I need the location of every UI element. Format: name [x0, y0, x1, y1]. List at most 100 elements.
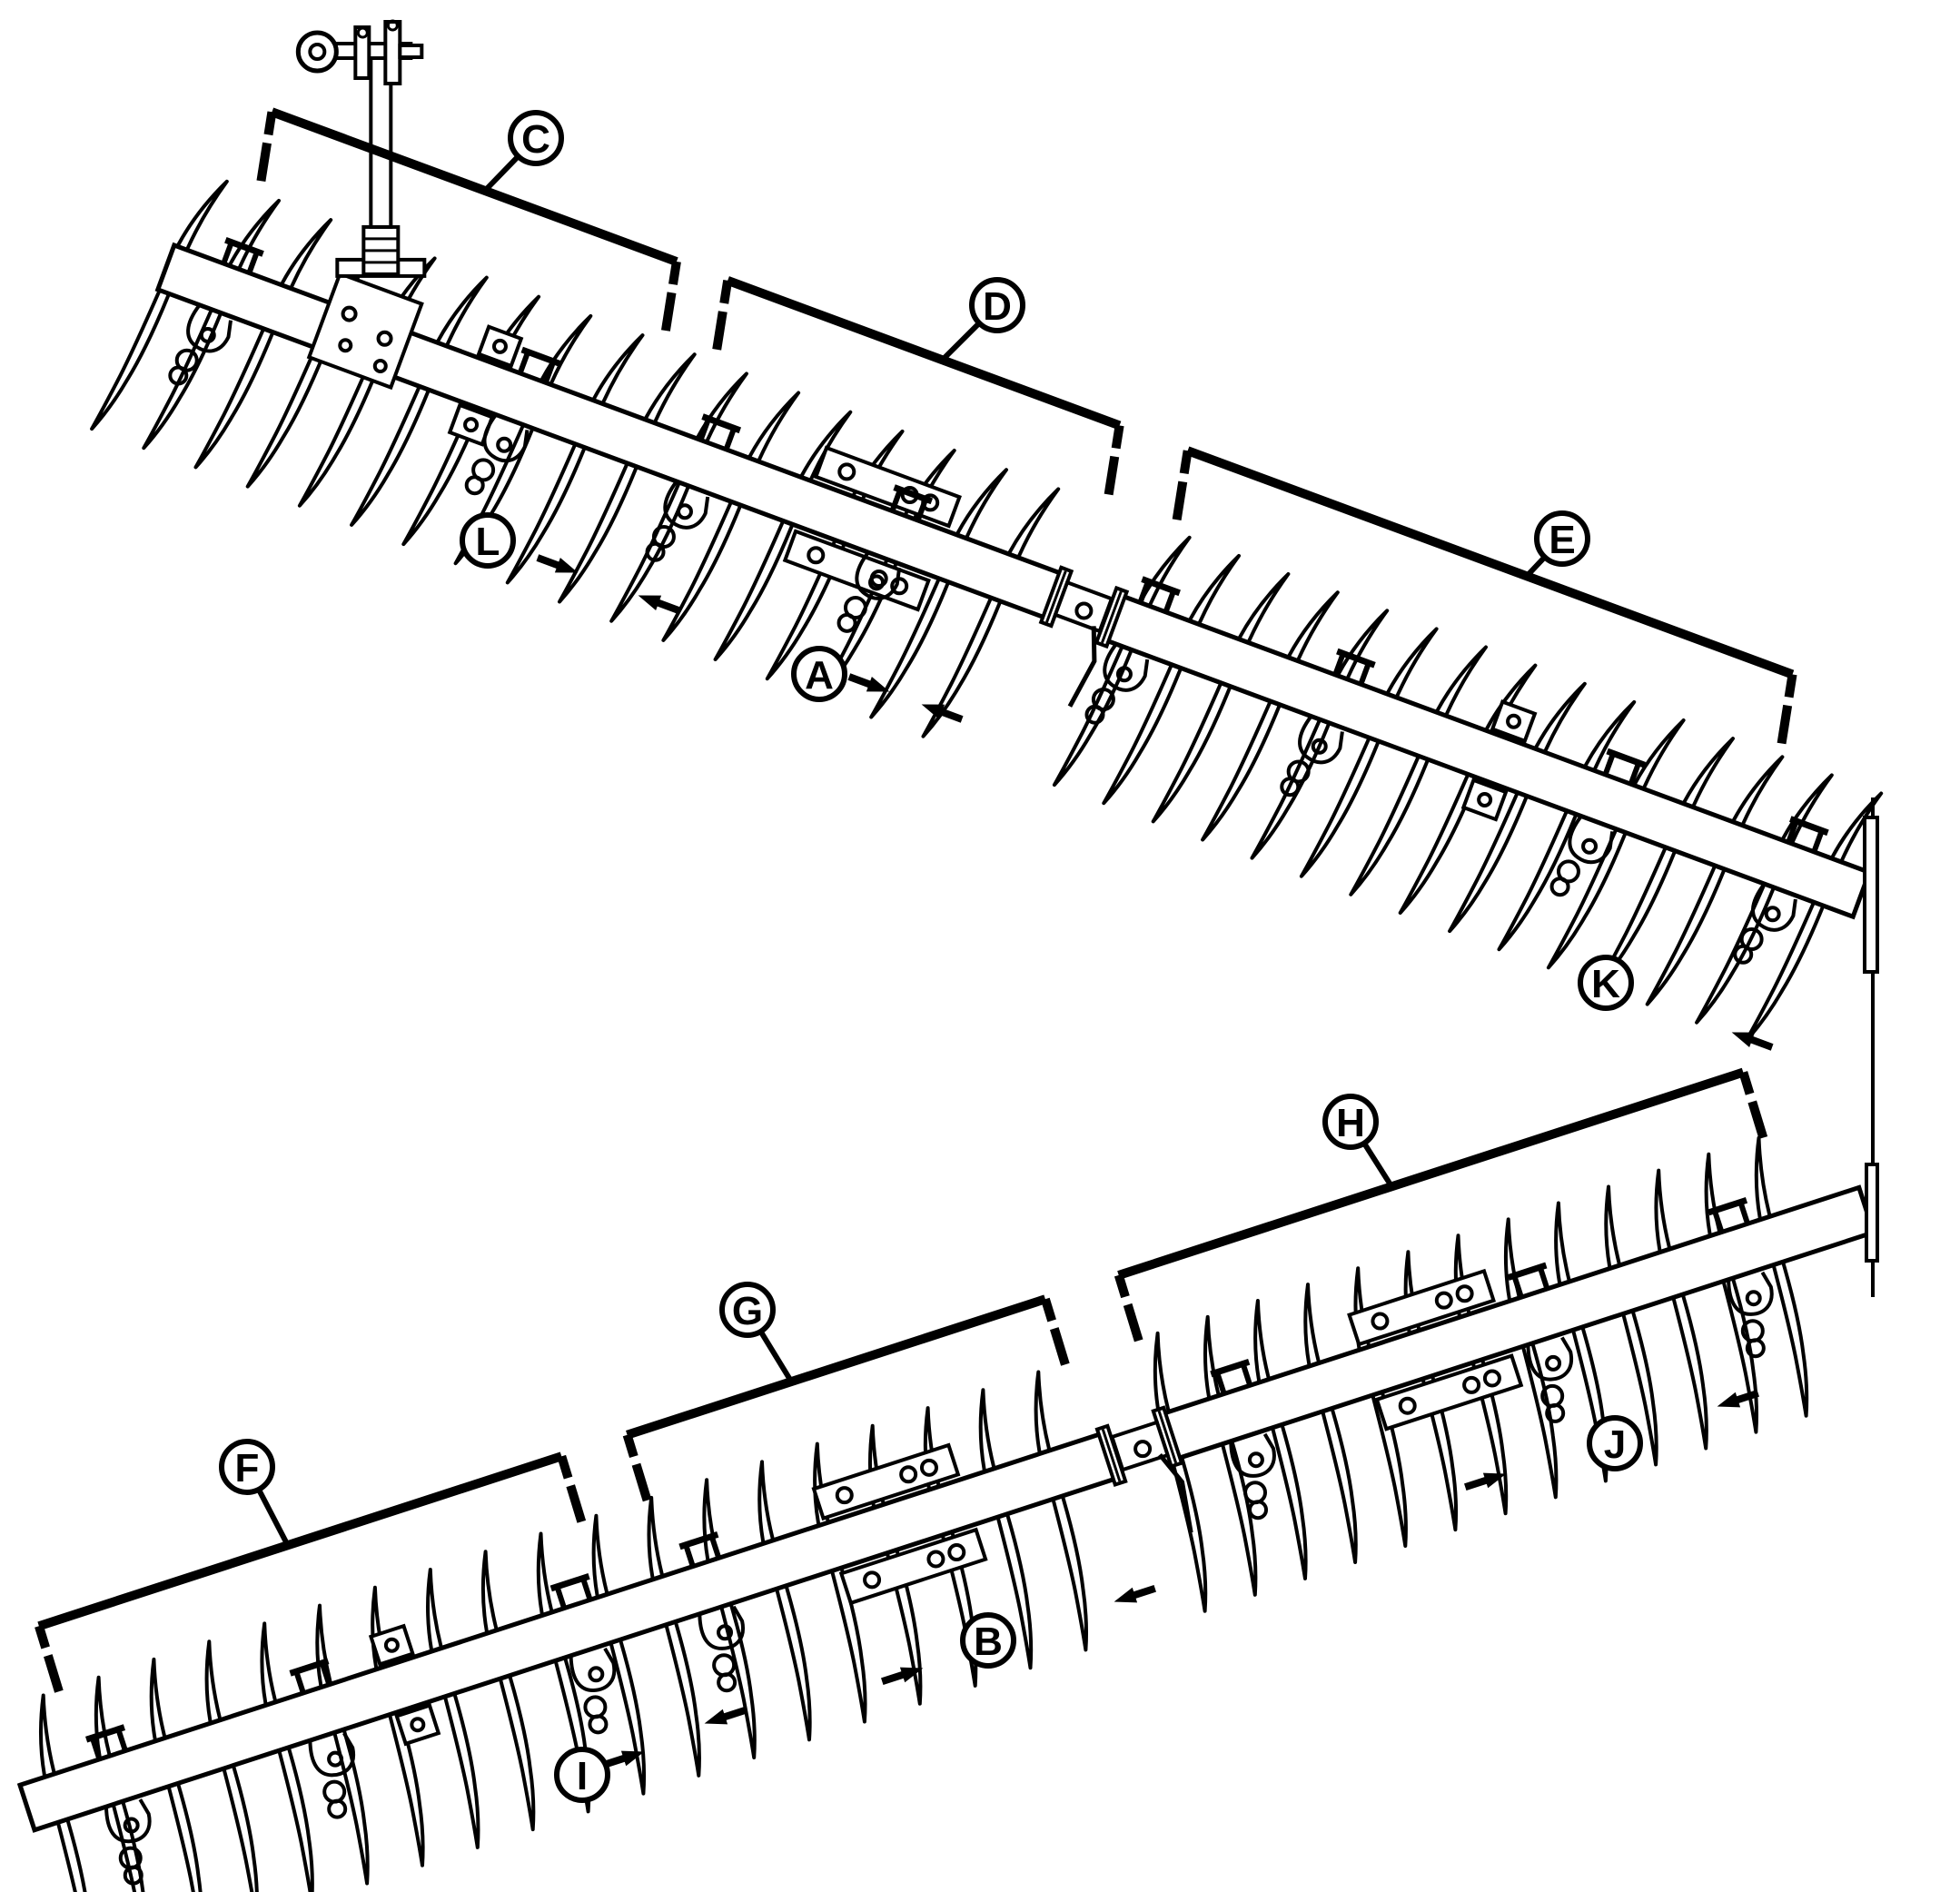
callout-letter-I: I	[577, 1754, 588, 1798]
u-bolt-crossbar	[1789, 816, 1829, 837]
section-bracket-line	[1117, 1067, 1745, 1280]
leveling-crank-post	[295, 19, 427, 391]
callout-letter-D: D	[983, 284, 1012, 329]
bracket-hook	[1172, 480, 1188, 520]
disc-blade	[757, 1460, 812, 1742]
bearing-station	[645, 413, 742, 562]
bearing-station	[289, 1658, 356, 1819]
plate-bolt-hole	[383, 1637, 400, 1653]
callout-circle	[554, 1747, 610, 1803]
hanger-nut	[123, 1865, 144, 1886]
u-bolt-crossbar	[289, 1658, 330, 1677]
bearing-station	[1733, 816, 1829, 965]
dimension-arrow-head	[1114, 1587, 1138, 1603]
section-callout-D: D	[712, 276, 1124, 496]
bracket-hook	[44, 1654, 64, 1693]
u-bolt-crossbar	[1141, 576, 1181, 597]
bracket-hook	[557, 1454, 573, 1480]
dimension-arrow-shaft	[1133, 1584, 1156, 1600]
bracket-hook	[1114, 1273, 1130, 1299]
front-disk-gang-disc-blades	[90, 179, 1884, 1043]
square-mount-plate	[1490, 699, 1538, 744]
plate-bolt-hole	[1455, 1284, 1474, 1303]
bearing-hanger	[186, 303, 233, 353]
disc-blade	[1303, 1283, 1358, 1564]
bearing-station	[678, 1531, 745, 1693]
plate-bolt-hole	[410, 1717, 426, 1733]
callout-circle	[1578, 955, 1634, 1011]
hanger-nut	[583, 1695, 608, 1719]
hanger-nut	[645, 541, 666, 562]
square-mount-plate	[1460, 778, 1509, 822]
bearing-station	[1210, 1358, 1276, 1521]
dimension-callout-J: J	[1464, 1389, 1759, 1491]
callout-letter-K: K	[1591, 962, 1620, 1006]
dimension-arrow-head	[899, 1667, 924, 1683]
coupler-bolt-hole	[1133, 1440, 1153, 1459]
dimension-arrow-shaft	[723, 1706, 747, 1721]
plate-bolt-hole	[947, 1543, 966, 1562]
disc-blade	[647, 1495, 701, 1778]
hanger-nut	[174, 348, 199, 372]
u-bolt-crossbar	[84, 1724, 126, 1743]
hanger-bolt-hole	[588, 1666, 605, 1683]
mount-bolt-hole	[338, 338, 353, 353]
bearing-hanger	[663, 480, 710, 530]
bracket-hook	[1123, 1303, 1143, 1342]
callout-leader	[758, 1330, 794, 1383]
bearing-station	[1708, 1196, 1774, 1359]
bracket-hook	[1111, 424, 1124, 450]
dimension-callout-L: L	[460, 512, 680, 614]
hanger-nut	[651, 524, 676, 549]
crank-bolt	[356, 26, 369, 39]
u-bolt-crossbar	[701, 413, 742, 434]
bearing-station	[84, 1724, 152, 1886]
hanger-bolt-hole	[327, 1750, 344, 1768]
u-bolt-crossbar	[520, 346, 561, 367]
hanger-nut	[1545, 1402, 1566, 1423]
bracket-hook	[566, 1484, 587, 1523]
rear-disk-gang	[16, 1135, 1876, 1892]
bearing-station	[1280, 648, 1376, 797]
edge-on-disc	[1865, 1163, 1879, 1263]
hanger-bolt-hole	[717, 1624, 734, 1641]
callout-circle	[1587, 1415, 1643, 1471]
hanger-nut	[1549, 877, 1570, 897]
disc-blade	[1253, 1299, 1308, 1580]
bracket-hook	[631, 1462, 652, 1502]
dimension-callout-K: K	[1578, 955, 1774, 1051]
hanger-nut	[471, 458, 496, 482]
section-callout-G: G	[622, 1282, 1070, 1502]
plate-bolt-hole	[1434, 1291, 1453, 1310]
hanger-nut	[1733, 944, 1754, 965]
dimension-arrow-shaft	[881, 1670, 905, 1686]
hanger-nut	[327, 1798, 348, 1819]
dimension-arrow-head	[921, 704, 945, 719]
post-mount-plate	[306, 271, 424, 391]
tube-end-cap-line	[1101, 1429, 1122, 1482]
dimension-arrow-head	[638, 595, 662, 610]
callout-letter-E: E	[1549, 518, 1575, 562]
callout-letter-B: B	[974, 1620, 1003, 1664]
tube-end-cap-line	[1101, 590, 1123, 644]
bearing-station	[1507, 1262, 1574, 1423]
hanger-nut	[843, 596, 867, 620]
hanger-bolt-hole	[496, 436, 513, 453]
bearing-station	[549, 1573, 617, 1735]
section-bracket-line	[626, 1294, 1047, 1440]
hanger-nut	[1745, 1338, 1766, 1359]
dimension-arrow-shaft	[1736, 1389, 1759, 1404]
bearing-hanger	[482, 413, 530, 463]
plate-bolt-hole	[1482, 1369, 1501, 1388]
plate-bolt-hole	[1477, 791, 1493, 807]
disc-blade	[1034, 1370, 1088, 1652]
bracket-hook	[1747, 1100, 1768, 1140]
hanger-nut	[1286, 759, 1311, 784]
dimension-arrow-shaft	[847, 673, 871, 688]
square-mount-plate	[368, 1623, 415, 1667]
crank-pin	[398, 44, 424, 59]
bearing-hanger	[698, 1605, 745, 1650]
dimension-arrow-shaft	[536, 554, 559, 570]
